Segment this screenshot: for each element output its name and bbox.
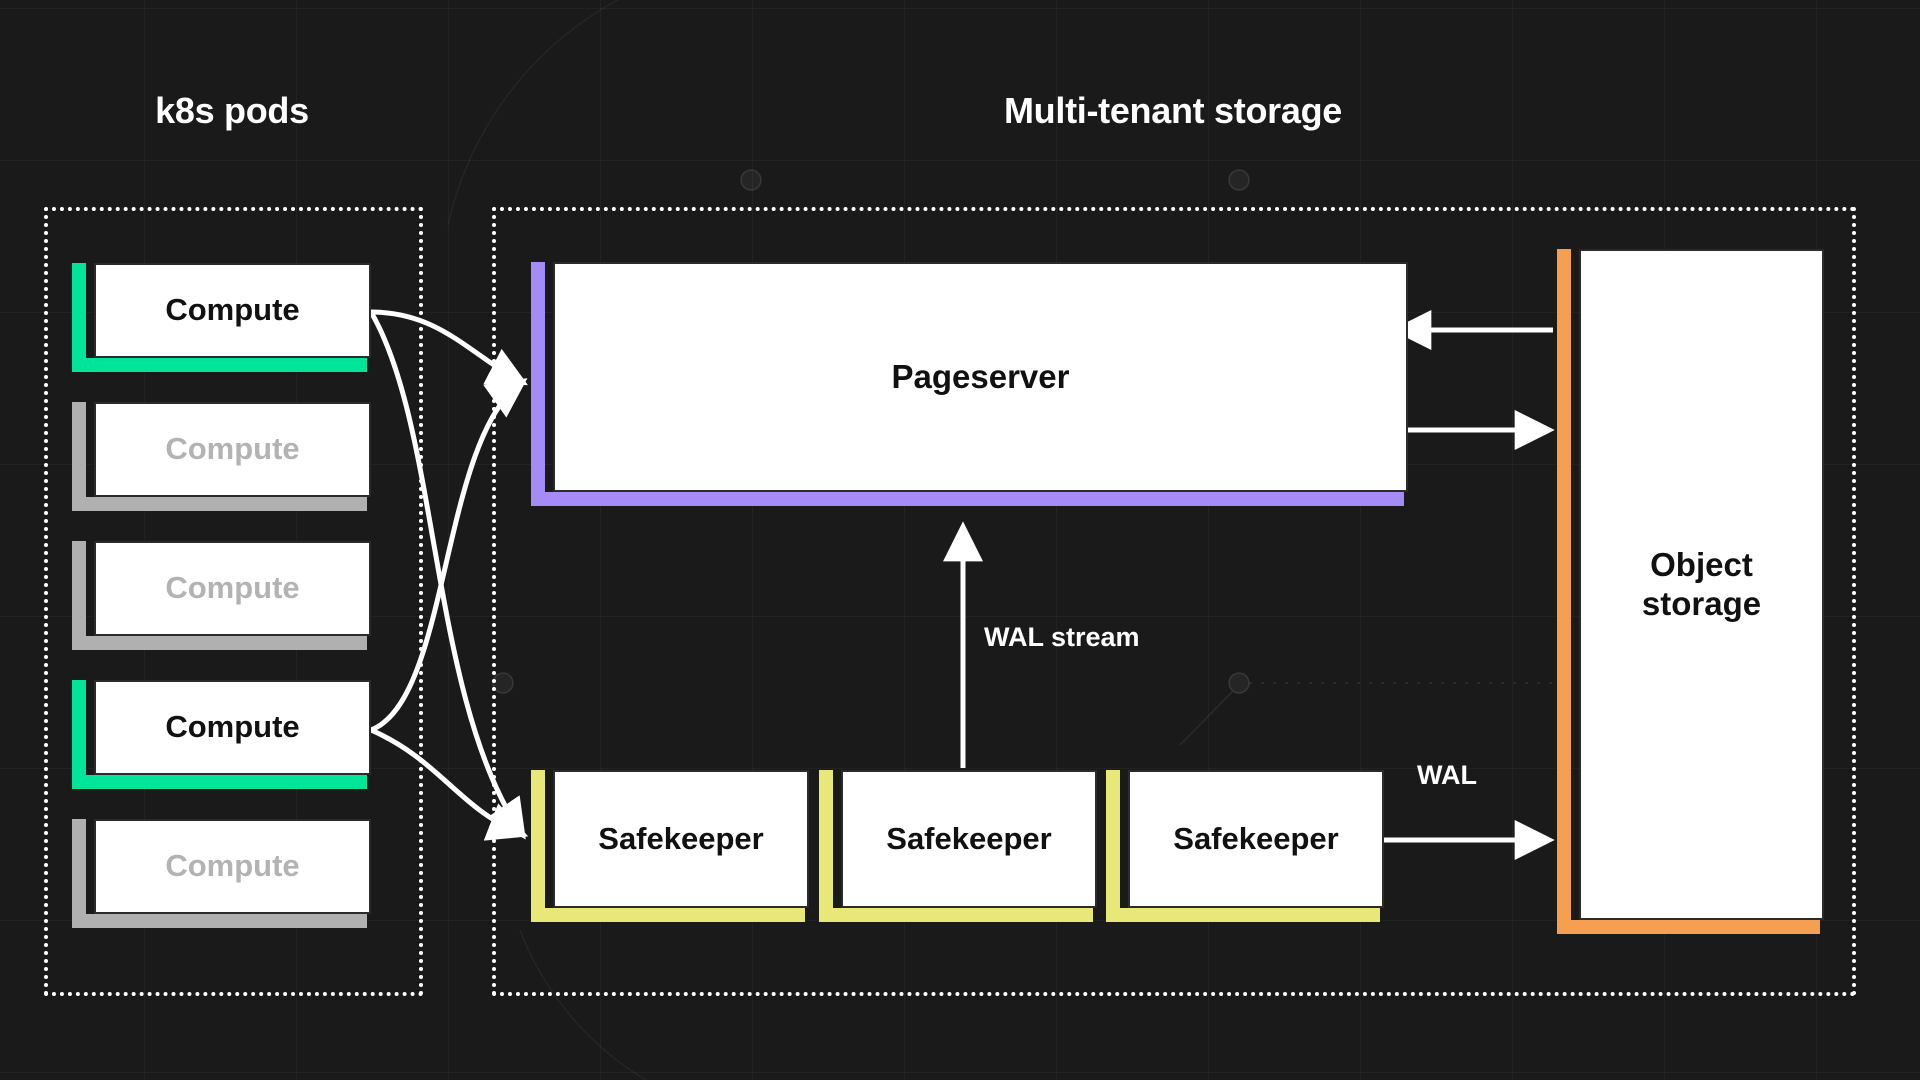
node-card: Compute [94,402,371,497]
accent-bar-bottom [72,497,367,511]
node-safekeeper-3[interactable]: Safekeeper [1106,770,1384,922]
node-card: Safekeeper [1128,770,1384,908]
accent-bar-bottom [1557,920,1820,934]
node-card: Compute [94,680,371,775]
accent-bar-left [1106,770,1120,908]
node-label: Compute [165,848,300,884]
accent-bar-left [72,819,86,914]
node-label: Safekeeper [886,820,1052,856]
accent-bar-bottom [819,908,1093,922]
accent-bar-left [531,770,545,908]
accent-bar-bottom [72,775,367,789]
accent-bar-bottom [531,908,805,922]
accent-bar-left [72,263,86,358]
node-compute-5[interactable]: Compute [72,819,371,928]
section-title-multi-tenant-storage: Multi-tenant storage [1003,90,1343,131]
accent-bar-left [72,680,86,775]
node-card: Pageserver [553,262,1408,492]
accent-bar-bottom [72,914,367,928]
accent-bar-left [1557,249,1571,920]
node-label: Compute [165,292,300,328]
node-object-storage[interactable]: Object storage [1557,249,1824,934]
node-compute-1[interactable]: Compute [72,263,371,372]
node-label: Compute [165,709,300,745]
accent-bar-left [819,770,833,908]
node-card: Compute [94,541,371,636]
edge-label-wal: WAL [1417,760,1477,790]
node-label: Safekeeper [1173,820,1339,856]
node-safekeeper-1[interactable]: Safekeeper [531,770,809,922]
accent-bar-left [531,262,545,492]
node-label: Object storage [1641,545,1762,622]
accent-bar-bottom [1106,908,1380,922]
node-compute-4[interactable]: Compute [72,680,371,789]
accent-bar-bottom [531,492,1404,506]
edge-label-wal-stream: WAL stream [984,622,1140,652]
node-card: Safekeeper [553,770,809,908]
node-card: Safekeeper [841,770,1097,908]
node-compute-2[interactable]: Compute [72,402,371,511]
node-safekeeper-2[interactable]: Safekeeper [819,770,1097,922]
accent-bar-left [72,402,86,497]
node-compute-3[interactable]: Compute [72,541,371,650]
node-label: Pageserver [891,357,1070,395]
node-card: Object storage [1579,249,1824,920]
node-card: Compute [94,263,371,358]
accent-bar-bottom [72,358,367,372]
accent-bar-left [72,541,86,636]
accent-bar-bottom [72,636,367,650]
section-title-k8s-pods: k8s pods [155,90,309,131]
node-label: Safekeeper [598,820,764,856]
node-label: Compute [165,570,300,606]
node-label: Compute [165,431,300,467]
node-pageserver[interactable]: Pageserver [531,262,1408,506]
node-card: Compute [94,819,371,914]
